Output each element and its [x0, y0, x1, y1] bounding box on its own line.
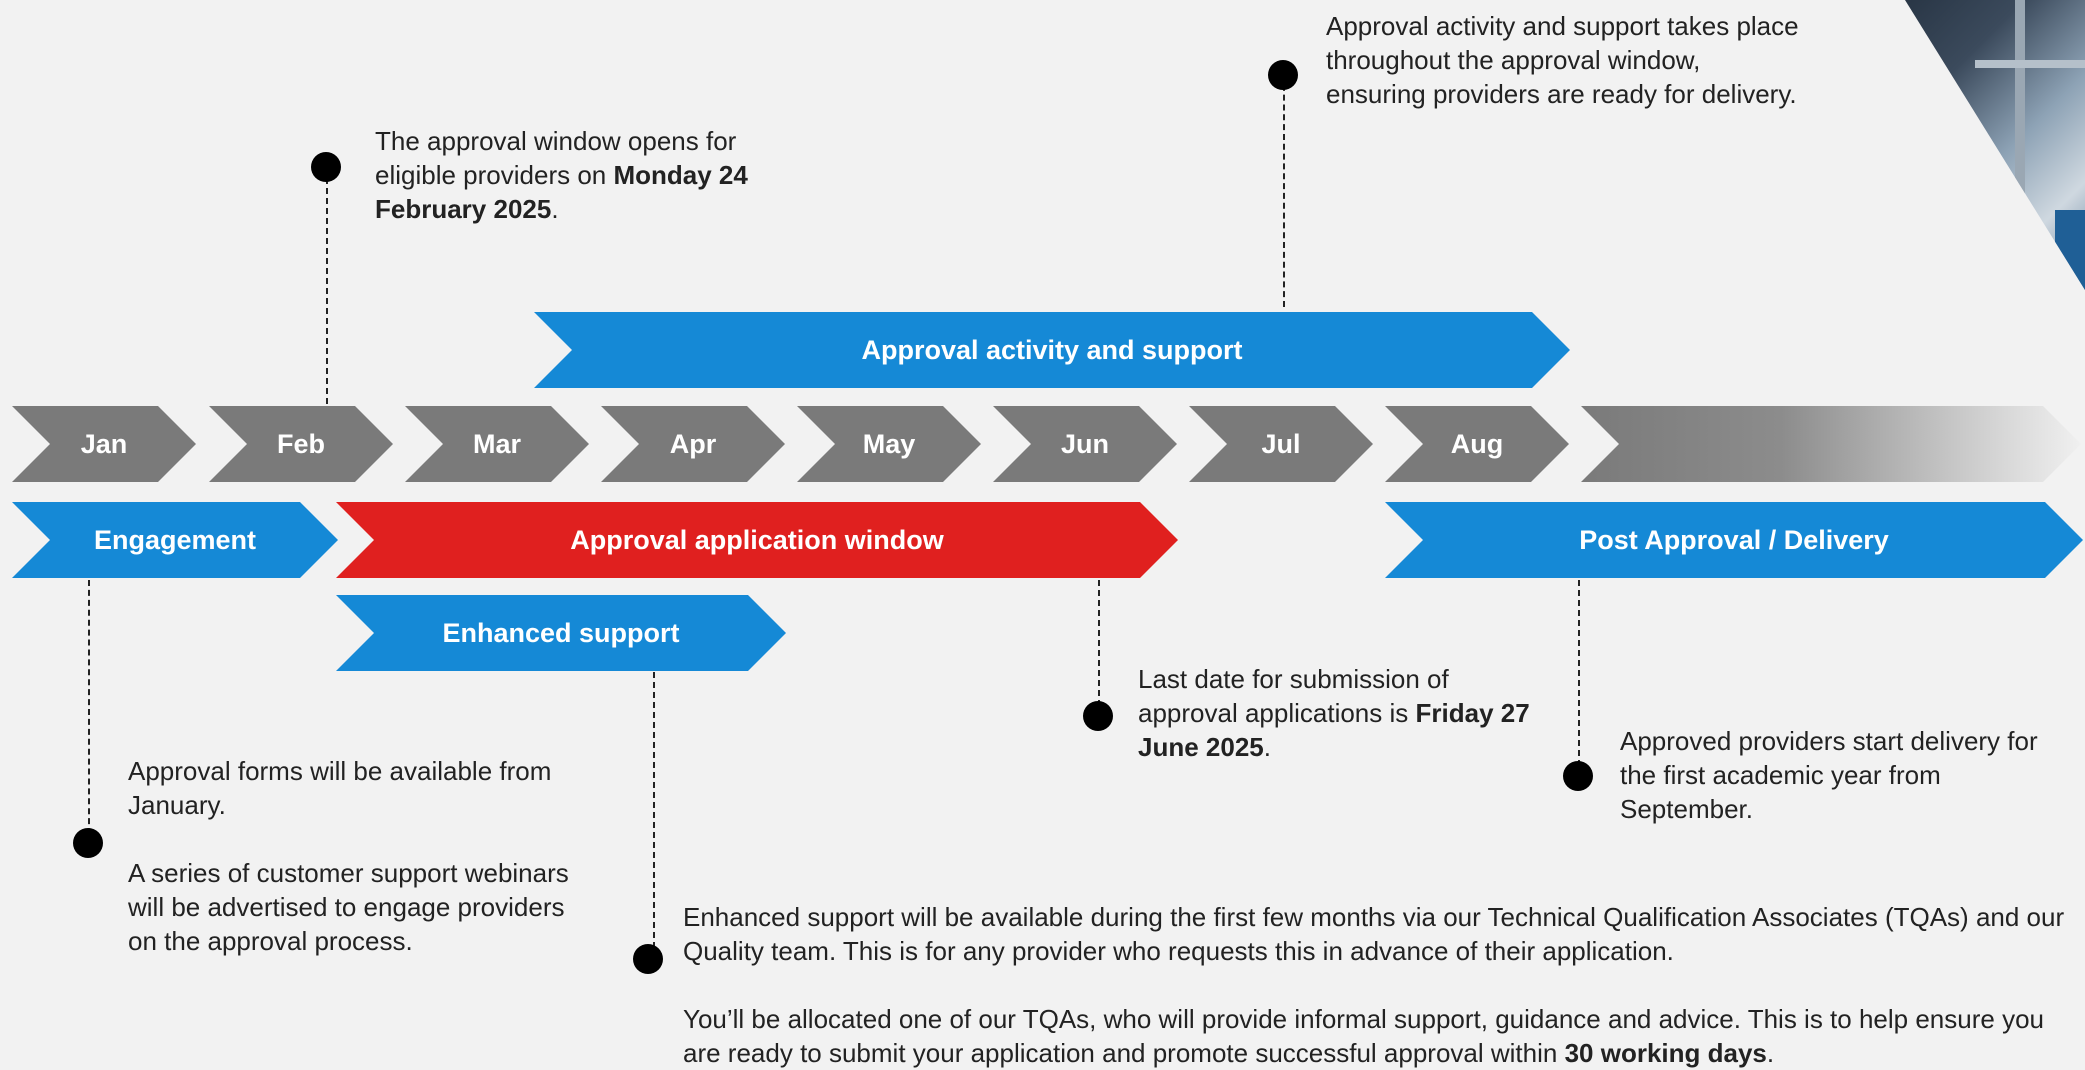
month-aug: Aug: [1385, 406, 1569, 482]
feb-note: The approval window opens for eligible p…: [375, 126, 748, 224]
sept-marker-dot: [1563, 761, 1593, 791]
jan-note: Approval forms will be available from Ja…: [128, 756, 569, 956]
month-continuation: [1581, 406, 2081, 482]
month-may: May: [797, 406, 981, 482]
month-jun: Jun: [993, 406, 1177, 482]
june-marker-dot: [1083, 701, 1113, 731]
month-jan: Jan: [12, 406, 196, 482]
phase-enhanced-support-label: Enhanced support: [442, 617, 680, 648]
feb-marker-dot: [311, 152, 341, 182]
phase-approval-activity-label: Approval activity and support: [861, 334, 1243, 365]
june-connector: [1098, 580, 1100, 716]
activity-marker-dot: [1268, 60, 1298, 90]
phase-engagement-label: Engagement: [93, 524, 257, 555]
month-apr: Apr: [601, 406, 785, 482]
enhanced-note: Enhanced support will be available durin…: [683, 902, 2065, 1068]
enhanced-connector: [653, 672, 655, 958]
activity-connector: [1283, 75, 1285, 307]
phase-enhanced-support: Enhanced support: [336, 595, 786, 671]
phase-application-window: Approval application window: [336, 502, 1178, 578]
month-jul: Jul: [1189, 406, 1373, 482]
phase-post-approval-label: Post Approval / Delivery: [1579, 524, 1889, 555]
phase-approval-activity: Approval activity and support: [534, 312, 1570, 388]
activity-note: Approval activity and support takes plac…: [1326, 11, 1799, 109]
june-note: Last date for submission of approval app…: [1138, 664, 1530, 762]
jan-connector: [88, 580, 90, 844]
phase-post-approval: Post Approval / Delivery: [1385, 502, 2083, 578]
phase-engagement: Engagement: [12, 502, 338, 578]
month-feb: Feb: [209, 406, 393, 482]
phase-application-window-label: Approval application window: [570, 524, 944, 555]
enhanced-marker-dot: [633, 944, 663, 974]
month-mar: Mar: [405, 406, 589, 482]
feb-connector: [326, 168, 328, 404]
sept-connector: [1578, 580, 1580, 776]
sept-note: Approved providers start delivery for th…: [1620, 726, 2038, 824]
jan-marker-dot: [73, 828, 103, 858]
corner-photo: [1905, 0, 2085, 290]
